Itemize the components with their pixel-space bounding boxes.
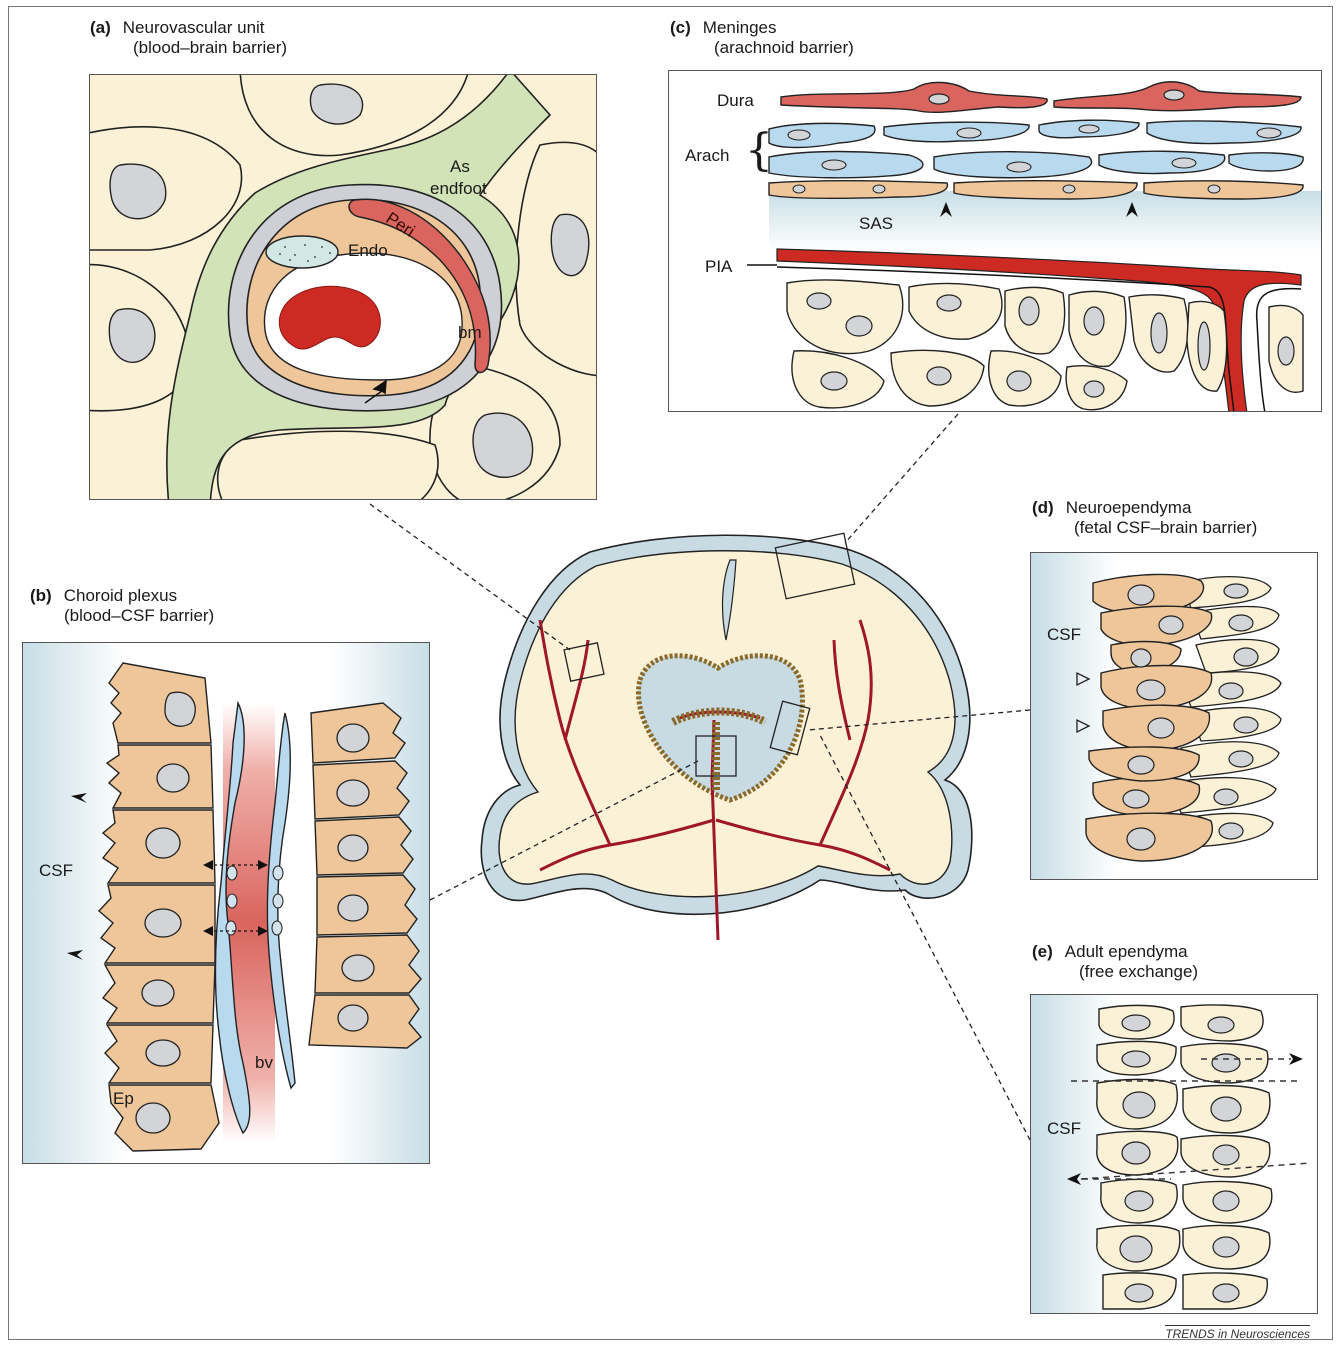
journal-credit: TRENDS in Neurosciences (1165, 1325, 1310, 1341)
